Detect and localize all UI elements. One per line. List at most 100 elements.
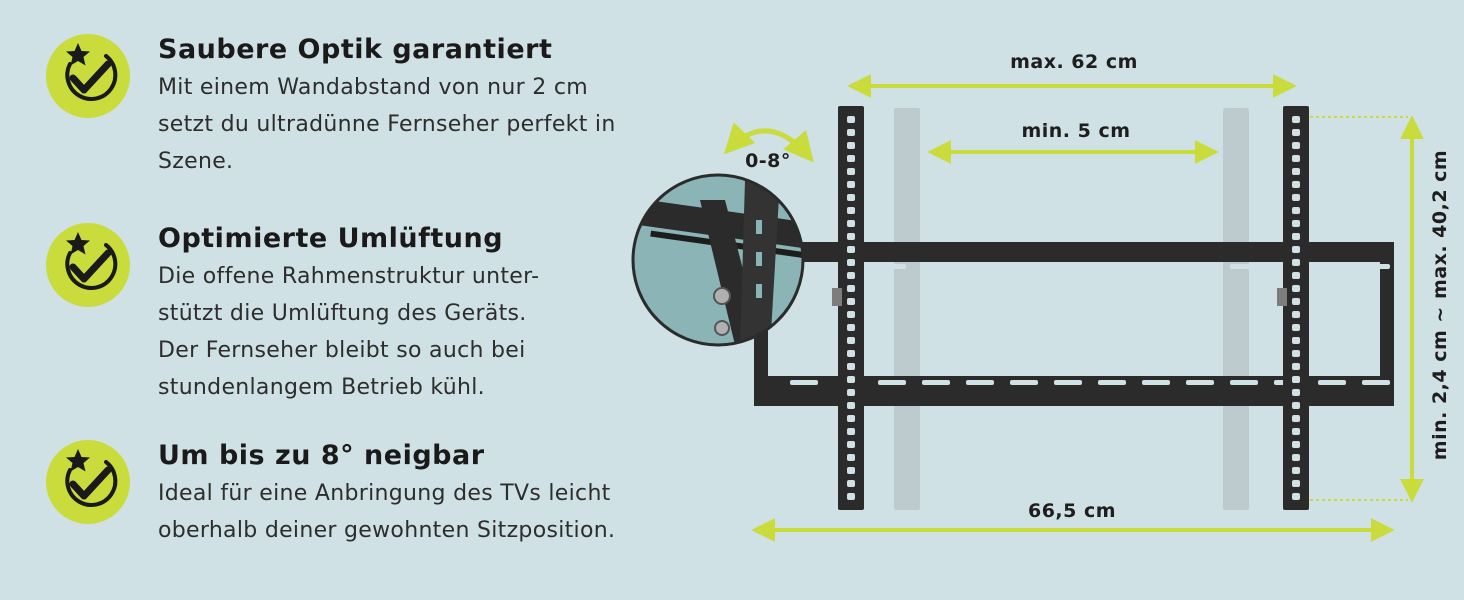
bracket-hole [847,493,855,500]
feature-line: stundenlangem Betrieb kühl. [158,375,485,400]
bracket-hole [847,207,855,214]
bracket-hole [1292,259,1300,266]
bracket-hole [1292,246,1300,253]
bracket-hole [1292,493,1300,500]
wall-plate-slot [1186,380,1214,385]
bracket-hole [847,402,855,409]
bracket-hole [1292,207,1300,214]
wall-plate-slot [1054,264,1082,269]
bracket-hole [847,389,855,396]
bracket-right [1277,106,1309,510]
bracket-hole [1292,428,1300,435]
feature-line: Der Fernseher bleibt so auch bei [158,338,526,363]
total-width-label: 66,5 cm [1028,500,1116,522]
bracket-hole [1292,311,1300,318]
bracket-hole [847,233,855,240]
wall-plate-slot [878,380,906,385]
ghost-bracket-left [894,108,920,510]
bracket-hole [1292,155,1300,162]
feature-line: Ideal für eine Anbringung des TVs leicht [158,481,611,506]
wall-plate-slot [966,264,994,269]
wall-plate-slot [1010,264,1038,269]
tilt-label: 0-8° [745,150,791,172]
bracket-hole [847,285,855,292]
min-width-label: min. 5 cm [1021,120,1130,142]
bracket-hole [1292,363,1300,370]
wall-plate-slot [1362,380,1390,385]
bracket-hole [1292,480,1300,487]
bracket-hole [1292,298,1300,305]
bracket-hole [847,415,855,422]
bracket-hole [1292,272,1300,279]
wall-plate-slot [790,380,818,385]
tilt-arrow [723,122,814,163]
bracket-hole [847,129,855,136]
feature-line: oberhalb deiner gewohnten Sitzposition. [158,518,616,543]
bracket-hole [847,311,855,318]
wall-plate-slot [922,264,950,269]
feature-line: stützt die Umlüftung des Geräts. [158,301,527,326]
bracket-hole [1292,181,1300,188]
bracket-hole [1292,389,1300,396]
wall-plate-slot [1142,380,1170,385]
bracket-hole [847,467,855,474]
bracket-hole [1292,194,1300,201]
feature-title: Optimierte Umlüftung [158,223,504,254]
wall-plate-slot [1098,380,1126,385]
bracket-hole [1292,220,1300,227]
feature-title: Saubere Optik garantiert [158,34,553,65]
bracket-hole [847,142,855,149]
wall-mount-diagram: max. 62 cm min. 5 cm 0-8° 66,5 cm min. 2… [631,51,1451,542]
bracket-hole [1292,168,1300,175]
feature-description: Mit einem Wandabstand von nur 2 cm setzt… [158,69,698,180]
bracket-hole [1292,376,1300,383]
bracket-hole [847,272,855,279]
feature-description: Die offene Rahmenstruktur unter- stützt … [158,258,698,406]
tilt-detail-zoom [631,173,805,347]
wall-plate-slot [922,380,950,385]
wall-plate-slot [1098,264,1126,269]
bracket-hole [1292,467,1300,474]
wall-plate-slot [1318,264,1346,269]
bracket-hole [847,337,855,344]
bracket-hole [847,116,855,123]
wall-plate-slot [878,264,906,269]
wall-plate-slot [1010,380,1038,385]
bracket-hole [1292,233,1300,240]
feature-line: Szene. [158,149,234,174]
feature-description: Ideal für eine Anbringung des TVs leicht… [158,475,698,549]
bracket-hole [847,168,855,175]
bracket-hole [847,194,855,201]
wall-plate-slot [1318,380,1346,385]
bracket-hole [1292,441,1300,448]
bracket-hole [847,441,855,448]
bracket-hole [847,324,855,331]
bracket-left [832,106,864,510]
bracket-hole [1292,454,1300,461]
star-check-icon [46,34,130,118]
bracket-hole [847,454,855,461]
bracket-hole [847,480,855,487]
bracket-hole [1292,285,1300,292]
bracket-hole [847,428,855,435]
bracket-hole [847,376,855,383]
star-check-icon [46,223,130,307]
max-width-label: max. 62 cm [1010,51,1138,73]
bracket-hole [847,155,855,162]
bracket-hole [1292,142,1300,149]
bracket-hole [1292,337,1300,344]
bracket-hole [847,363,855,370]
bracket-hole [847,298,855,305]
bracket-hole [847,246,855,253]
bracket-hole [1292,350,1300,357]
bracket-hole [847,350,855,357]
bracket-hole [1292,402,1300,409]
feature-title: Um bis zu 8° neigbar [158,440,485,471]
ghost-bracket-right [1223,108,1249,510]
wall-plate-slot [1362,264,1390,269]
bracket-hole [847,220,855,227]
bracket-hole [1292,415,1300,422]
bracket-hole [1292,129,1300,136]
wall-plate-slot [1054,380,1082,385]
feature-line: Die offene Rahmenstruktur unter- [158,264,540,289]
